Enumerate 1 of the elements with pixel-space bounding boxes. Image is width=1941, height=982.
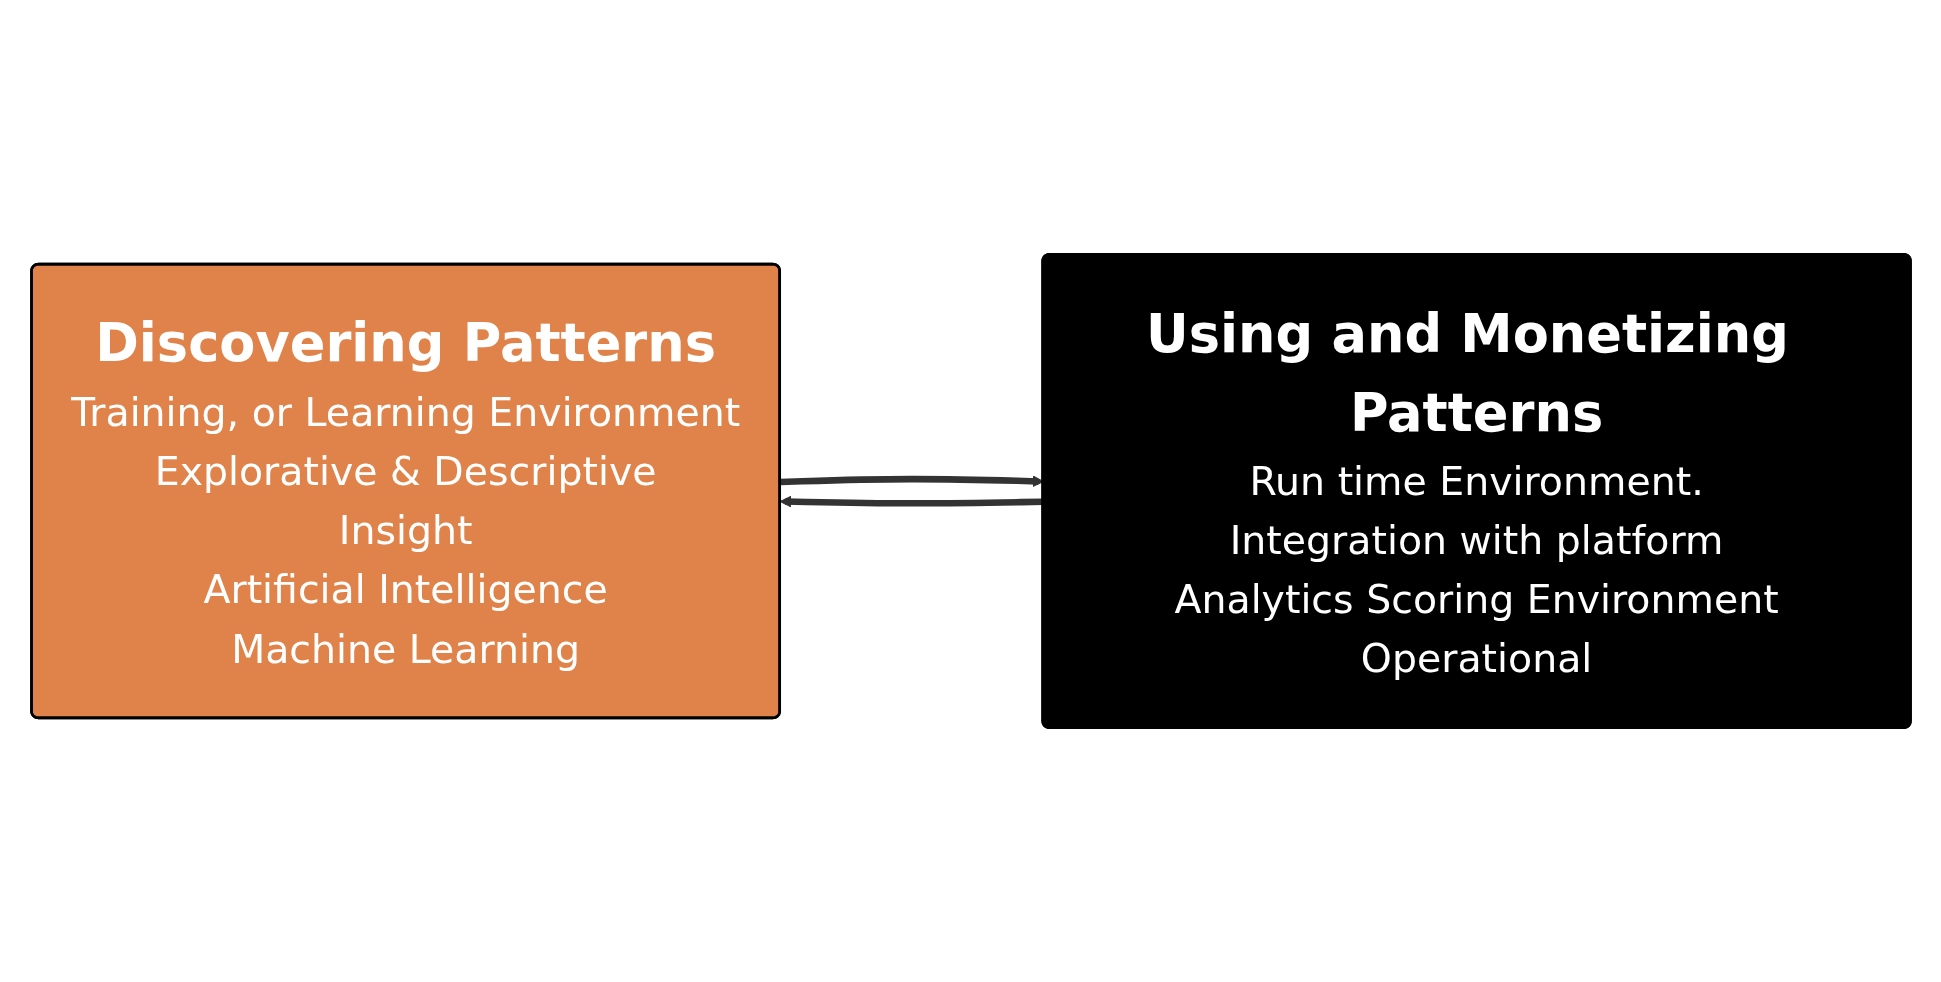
arrow [779, 495, 1043, 508]
